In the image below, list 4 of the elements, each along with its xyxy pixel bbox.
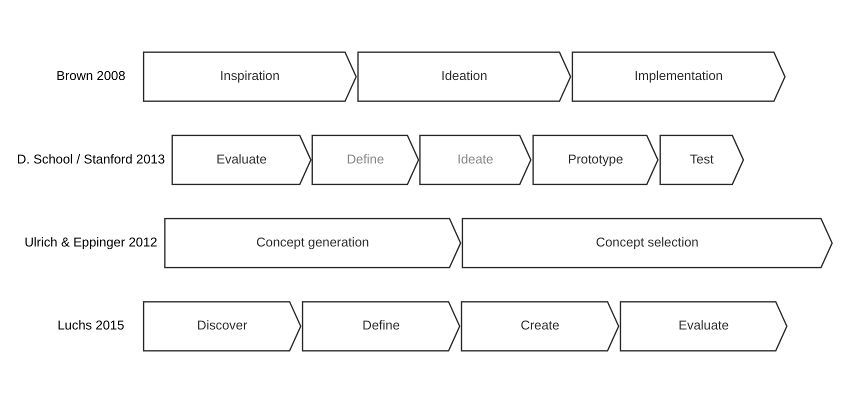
label: Ulrich & Eppinger 2012 [24,234,158,250]
label: D. School / Stanford 2013 [16,150,165,166]
label: Brown 2008 [56,68,126,83]
label: Luchs 2015 [57,317,124,332]
